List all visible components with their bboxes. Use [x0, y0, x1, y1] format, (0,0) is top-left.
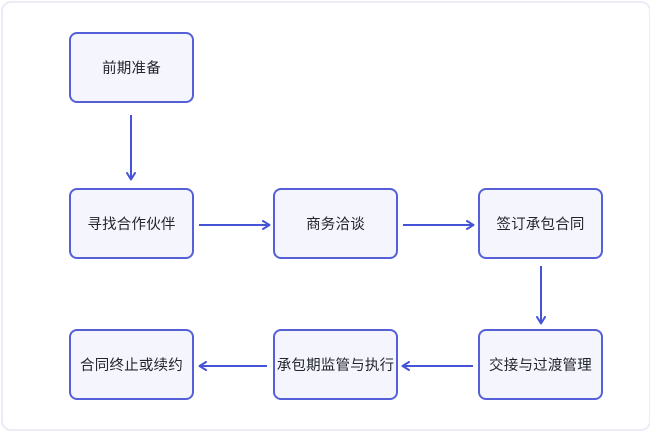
flow-node-handover: 交接与过渡管理 [478, 329, 603, 400]
flow-node-find-partners: 寻找合作伙伴 [69, 188, 194, 259]
flow-node-sign-contract: 签订承包合同 [478, 188, 603, 259]
flow-node-supervision: 承包期监管与执行 [273, 329, 398, 400]
node-label-sign-contract: 签订承包合同 [496, 217, 585, 233]
node-label-terminate-renew: 合同终止或续约 [80, 358, 183, 374]
node-label-prep: 前期准备 [102, 61, 161, 77]
node-label-business-talks: 商务洽谈 [306, 217, 365, 233]
node-label-supervision: 承包期监管与执行 [276, 358, 395, 374]
flow-node-terminate-renew: 合同终止或续约 [69, 329, 194, 400]
flow-node-prep: 前期准备 [69, 32, 194, 103]
flow-node-business-talks: 商务洽谈 [273, 188, 398, 259]
node-label-find-partners: 寻找合作伙伴 [87, 217, 176, 233]
node-label-handover: 交接与过渡管理 [489, 358, 592, 374]
